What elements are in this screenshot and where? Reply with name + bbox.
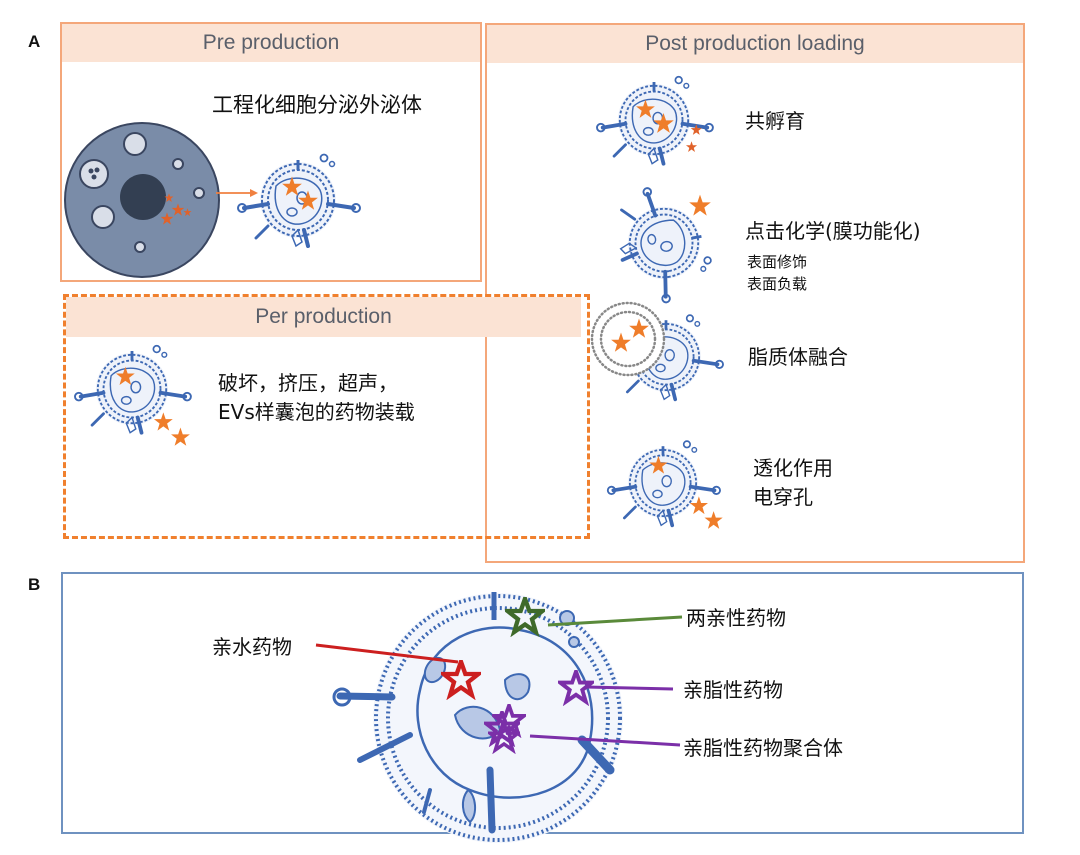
liposome bbox=[590, 301, 666, 377]
lipophilic-leader-line bbox=[585, 685, 674, 691]
hydrophilic-drug-label: 亲水药物 bbox=[212, 635, 292, 659]
panel-letter-b: B bbox=[28, 575, 41, 594]
click-chemistry-label: 点击化学(膜功能化) bbox=[745, 219, 921, 243]
post-production-header: Post production loading bbox=[487, 25, 1023, 63]
per-production-header: Per production bbox=[66, 297, 581, 337]
per-production-box: Per production bbox=[63, 294, 590, 539]
engineered-cell-label: 工程化细胞分泌外泌体 bbox=[212, 93, 422, 117]
secretion-arrow bbox=[216, 189, 258, 197]
surface-loading-label: 表面负载 bbox=[747, 275, 808, 293]
amphiphilic-leader-line bbox=[547, 615, 683, 627]
co-incubation-label: 共孵育 bbox=[745, 109, 805, 133]
panel-letter-a: A bbox=[28, 32, 41, 51]
surface-modification-label: 表面修饰 bbox=[747, 253, 808, 271]
pre-production-header: Pre production bbox=[62, 24, 480, 62]
liposome-fusion-label: 脂质体融合 bbox=[748, 345, 848, 369]
exosome-cross-section bbox=[332, 592, 623, 843]
ev-like-vesicle-loading-label: EVs样囊泡的药物装载 bbox=[218, 400, 415, 424]
amphiphilic-drug-label: 两亲性药物 bbox=[686, 606, 786, 630]
lipophilic-drug-label: 亲脂性药物 bbox=[683, 678, 783, 702]
lipophilic-drug-aggregate-label: 亲脂性药物聚合体 bbox=[683, 736, 843, 760]
lipophilic-aggregate-leader-line bbox=[529, 734, 681, 747]
hydrophilic-leader-line bbox=[315, 643, 459, 664]
electroporation-label: 电穿孔 bbox=[753, 485, 813, 509]
donor-cell bbox=[64, 122, 220, 278]
disruption-methods-label: 破坏，挤压，超声， bbox=[218, 371, 398, 395]
permeabilization-label: 透化作用 bbox=[753, 456, 833, 480]
post-production-box: Post production loading bbox=[485, 23, 1025, 563]
